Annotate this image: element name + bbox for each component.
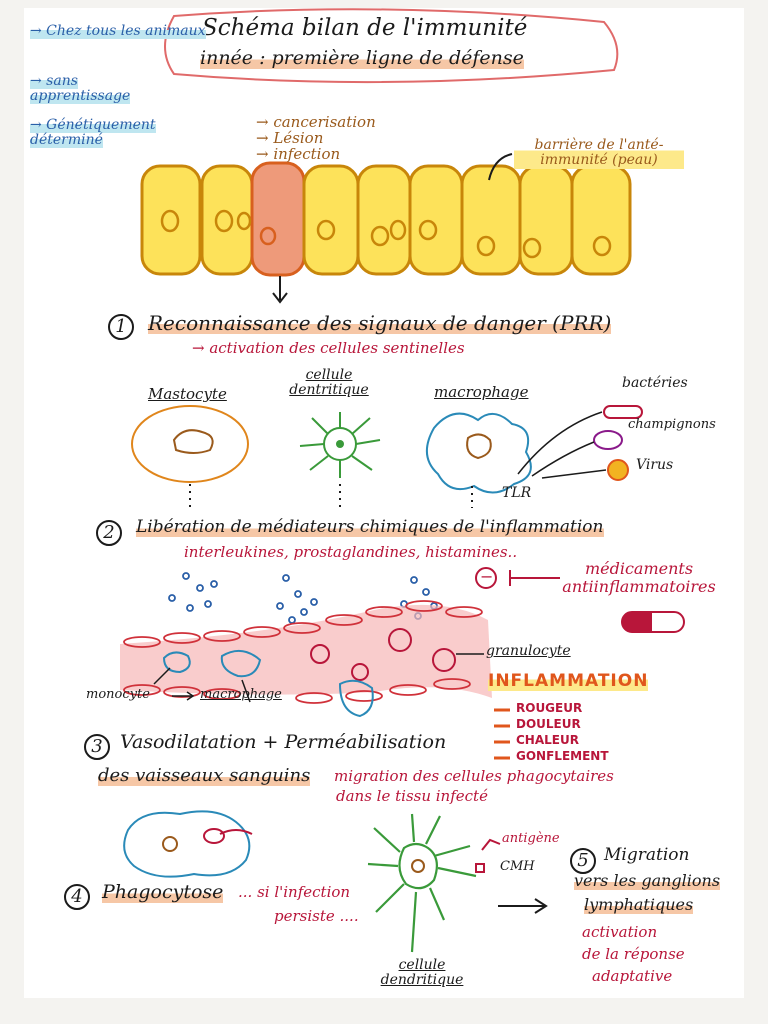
step2-title: Libération de médiateurs chimiques de l'… — [136, 518, 604, 537]
label-macrophage-2: macrophage — [200, 688, 282, 702]
label-bacteria: bactéries — [622, 376, 688, 391]
dendritic-cell-2 — [368, 814, 476, 952]
page: Schéma bilan de l'immunité innée : premi… — [24, 8, 744, 998]
label-virus: Virus — [636, 458, 673, 473]
step3-title: Vasodilatation + Perméabilisation — [120, 732, 446, 753]
step3-migration2: dans le tissu infecté — [336, 788, 488, 805]
step1-number: 1 — [108, 314, 134, 340]
trigger-infection: → infection — [256, 146, 340, 163]
step3-migration: migration des cellules phagocytaires — [334, 768, 614, 785]
label-dendritic-cell: cellule dentritique — [286, 368, 372, 399]
inhibit-symbol: − — [480, 568, 493, 586]
macrophage-cell-1 — [427, 414, 531, 493]
label-tlr: TLR — [502, 486, 531, 501]
step2-mediators: interleukines, prostaglandines, histamin… — [184, 544, 517, 561]
label-antigen: antigène — [502, 832, 560, 846]
label-fungi: champignons — [628, 418, 716, 432]
mastocyte-cell — [132, 406, 248, 482]
label-dendritic-cell-2: cellule dendritique — [372, 958, 472, 989]
symptom-redness: ROUGEUR — [516, 702, 582, 715]
step5-title: Migration — [604, 846, 689, 865]
step5-result3: adaptative — [592, 968, 672, 985]
step4-condition2: persiste .... — [274, 908, 359, 925]
step1-title: Reconnaissance des signaux de danger (PR… — [148, 312, 611, 334]
label-cmh: CMH — [500, 860, 535, 874]
symptom-swelling: GONFLEMENT — [516, 750, 609, 763]
label-mastocyte: Mastocyte — [148, 386, 227, 403]
step5-result: activation — [582, 924, 657, 941]
step5-result2: de la réponse — [582, 946, 685, 963]
step2-number: 2 — [96, 520, 122, 546]
page-title-line2: innée : première ligne de défense — [200, 48, 524, 69]
symptom-heat: CHALEUR — [516, 734, 579, 747]
step1-subtitle: → activation des cellules sentinelles — [192, 340, 465, 357]
label-granulocyte: granulocyte — [486, 644, 571, 659]
note-apprenticeship: → sans apprentissage — [30, 74, 170, 105]
label-drugs: médicaments antiinflammatoires — [554, 560, 724, 595]
symptom-pain: DOULEUR — [516, 718, 581, 731]
step5-title2: vers les ganglions — [574, 872, 720, 890]
label-macrophage: macrophage — [434, 384, 528, 401]
note-animals-1: → Chez tous les animaux — [30, 24, 206, 39]
step4-number: 4 — [64, 884, 90, 910]
page-title-line1: Schéma bilan de l'immunité — [202, 16, 527, 41]
macrophage-cell-2 — [124, 811, 249, 876]
step4-condition: ... si l'infection — [238, 884, 350, 901]
step3-title2: des vaisseaux sanguins — [98, 766, 310, 786]
step3-number: 3 — [84, 734, 110, 760]
step5-title3: lymphatiques — [584, 896, 693, 914]
step4-title: Phagocytose — [102, 882, 223, 903]
barrier-label: barrière de l'anté-immunité (peau) — [514, 138, 684, 169]
label-monocyte: monocyte — [86, 688, 150, 702]
inflammation-title: INFLAMMATION — [488, 672, 648, 691]
note-genetic: → Génétiquement déterminé — [30, 118, 180, 149]
